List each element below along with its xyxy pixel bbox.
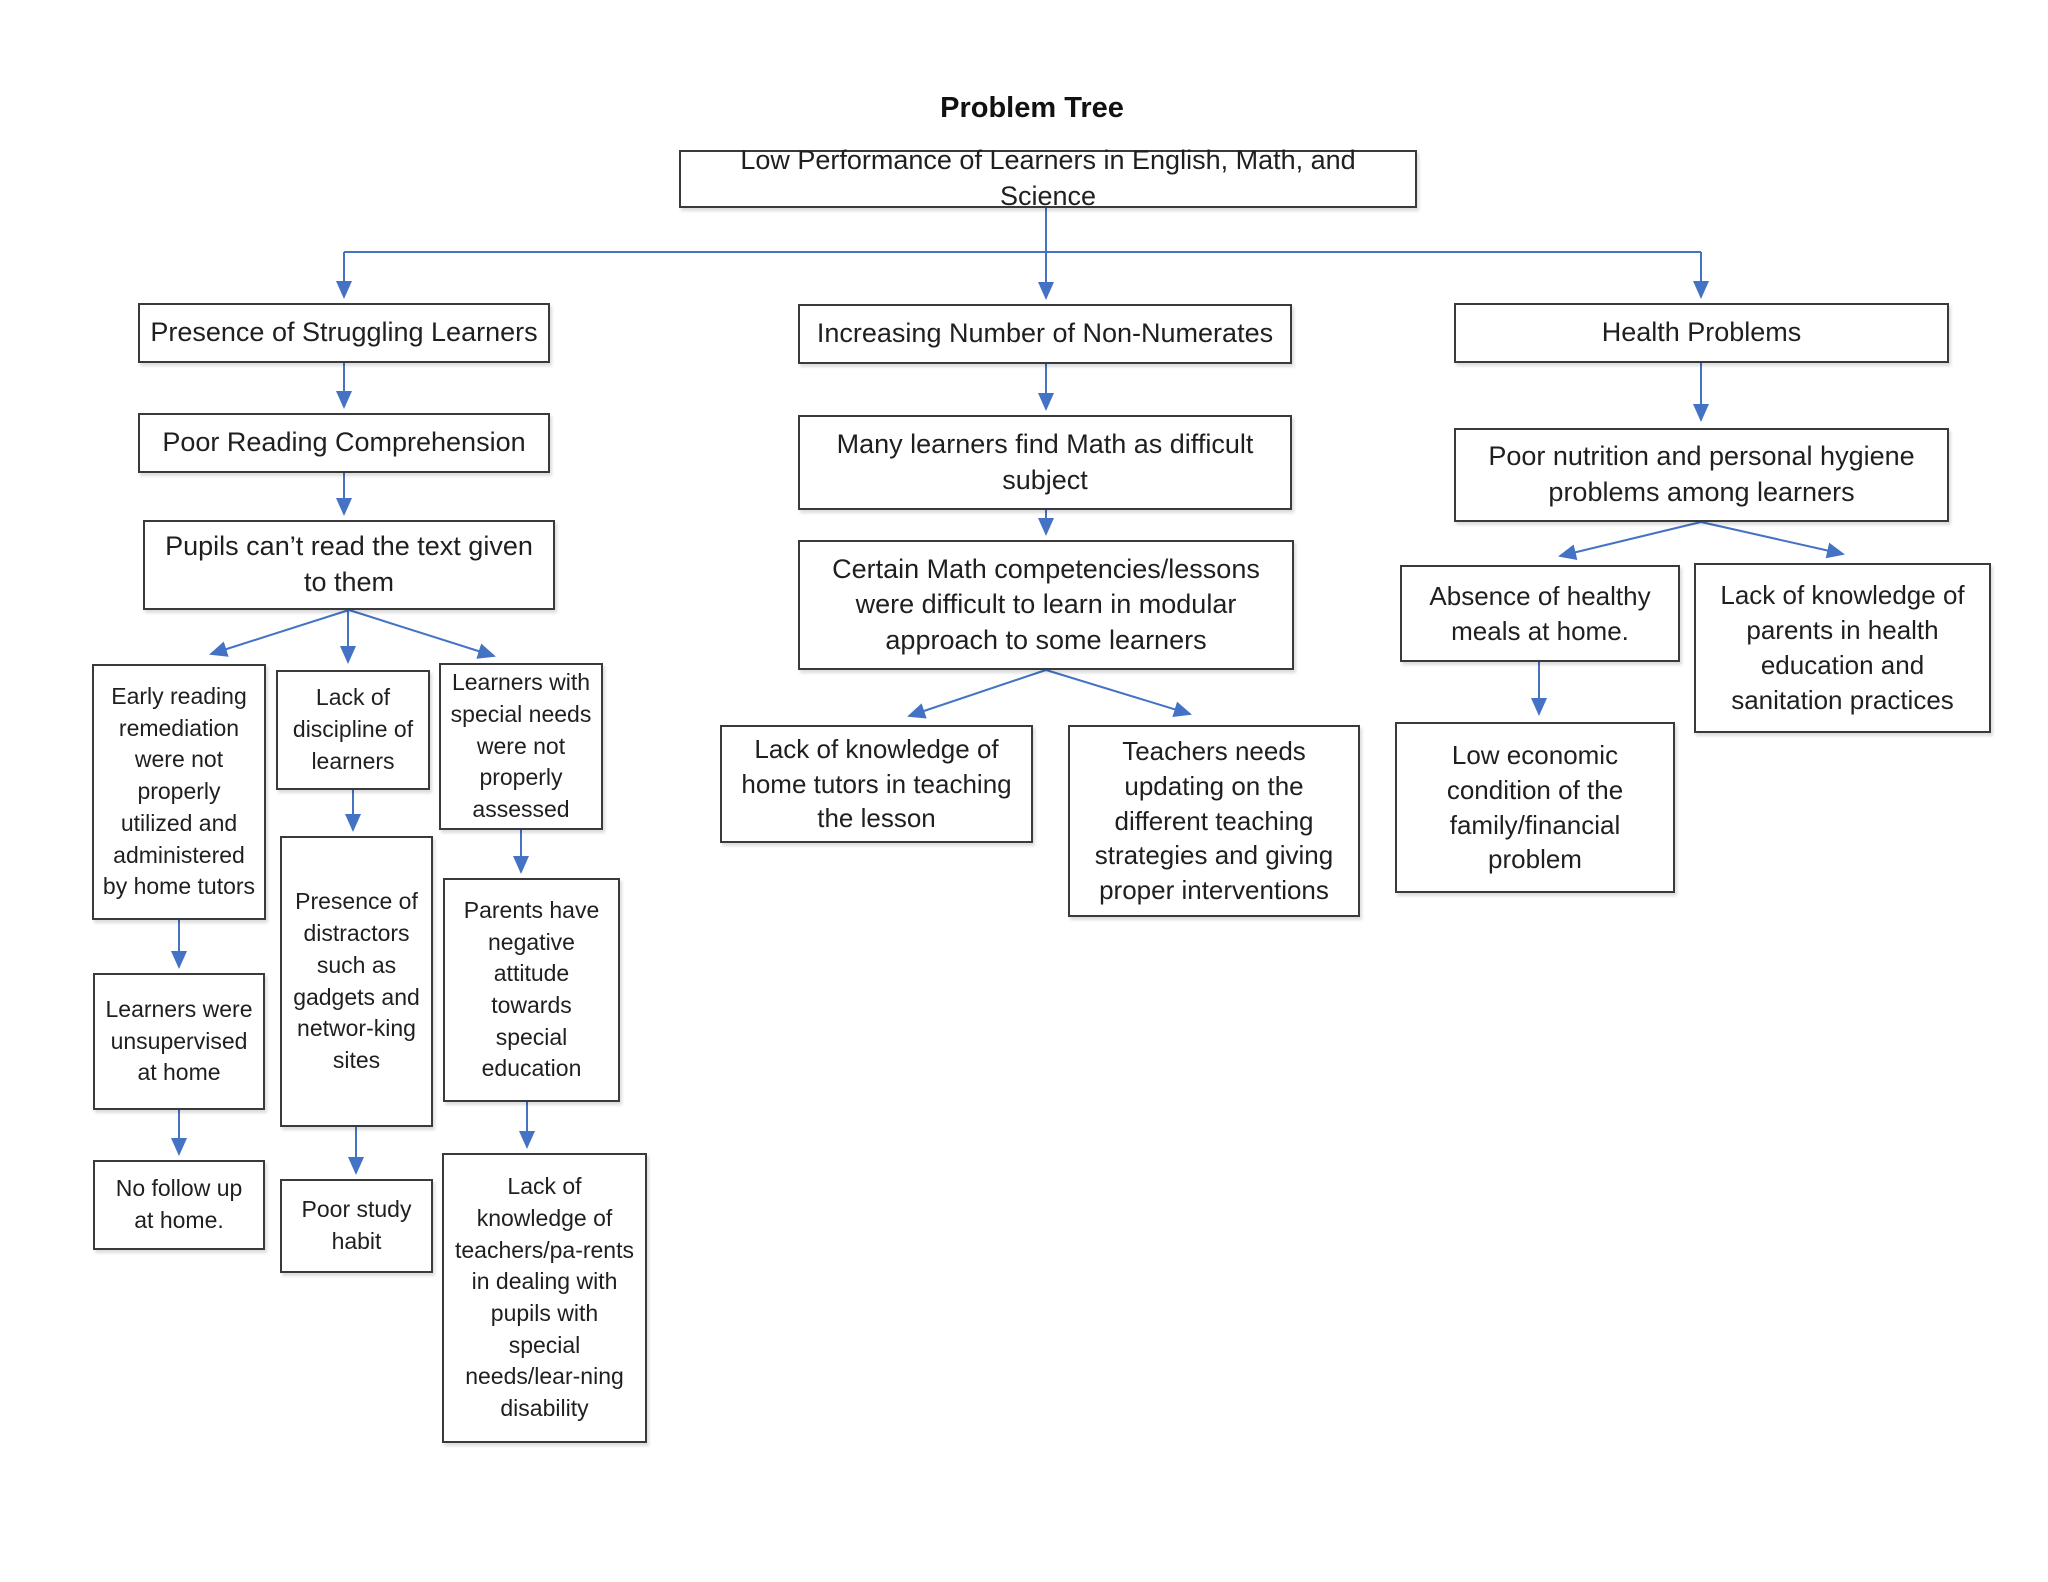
- arrow-nutrition-to-parentshealth: [1700, 521, 1845, 559]
- node-math-competencies: Certain Math competencies/lessons were d…: [798, 540, 1294, 670]
- node-poor-reading-comprehension: Poor Reading Comprehension: [138, 413, 550, 473]
- node-low-economic-condition: Low economic condition of the family/fin…: [1395, 722, 1675, 893]
- node-pupils-cant-read: Pupils can’t read the text given to them: [143, 520, 555, 610]
- node-non-numerates: Increasing Number of Non-Numerates: [798, 304, 1292, 364]
- arrow-competencies-to-teachersupdating: [1045, 669, 1192, 717]
- node-math-difficult: Many learners find Math as difficult sub…: [798, 415, 1292, 510]
- node-lack-of-discipline: Lack of discipline of learners: [276, 670, 430, 790]
- node-poor-study-habit: Poor study habit: [280, 1179, 433, 1273]
- node-poor-nutrition: Poor nutrition and personal hygiene prob…: [1454, 428, 1949, 522]
- node-root-problem: Low Performance of Learners in English, …: [679, 145, 1417, 211]
- node-parents-negative-attitude: Parents have negative attitude towards s…: [443, 878, 620, 1102]
- arrow-competencies-to-hometutors: [907, 669, 1047, 719]
- node-no-follow-up: No follow up at home.: [93, 1160, 265, 1250]
- arrow-nutrition-to-meals: [1558, 521, 1702, 561]
- node-struggling-learners: Presence of Struggling Learners: [138, 303, 550, 363]
- node-health-problems: Health Problems: [1454, 303, 1949, 363]
- node-special-needs-not-assessed: Learners with special needs were not pro…: [439, 663, 603, 830]
- diagram-title: Problem Tree: [940, 92, 1124, 124]
- arrow-pupils-to-earlyreading: [209, 609, 350, 657]
- node-absence-healthy-meals: Absence of healthy meals at home.: [1400, 565, 1680, 662]
- arrow-pupils-to-specialneeds: [348, 609, 496, 659]
- node-parents-health-knowledge: Lack of knowledge of parents in health e…: [1694, 563, 1991, 733]
- node-distractors: Presence of distractors such as gadgets …: [280, 836, 433, 1127]
- node-teachers-need-updating: Teachers needs updating on the different…: [1068, 725, 1360, 917]
- node-early-reading-remediation: Early reading remediation were not prope…: [92, 664, 266, 920]
- node-home-tutors-knowledge: Lack of knowledge of home tutors in teac…: [720, 725, 1033, 843]
- node-learners-unsupervised: Learners were unsupervised at home: [93, 973, 265, 1110]
- node-teachers-parents-knowledge: Lack of knowledge of teachers/pa-rents i…: [442, 1153, 647, 1443]
